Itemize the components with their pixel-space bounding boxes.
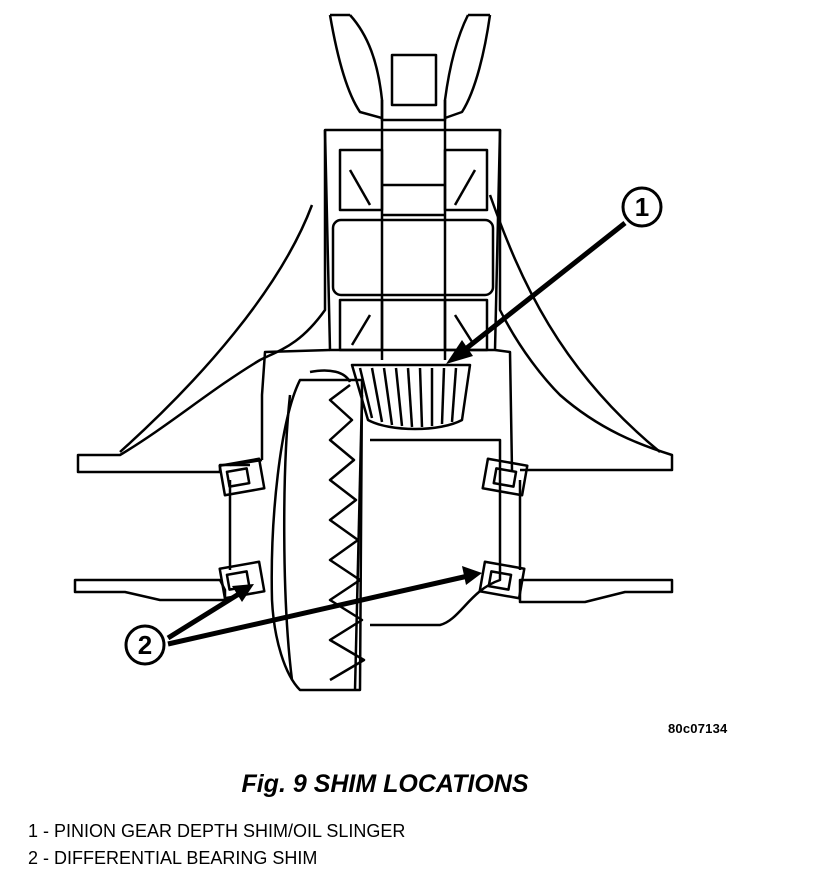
callout-2: 2	[124, 566, 482, 666]
callout-1-number: 1	[635, 192, 649, 222]
pinion-yoke	[328, 13, 492, 122]
axle-housing	[76, 128, 674, 474]
legend: 1 - PINION GEAR DEPTH SHIM/OIL SLINGER 2…	[28, 818, 405, 872]
shim-locations-diagram: 1 2	[73, 13, 674, 692]
legend-item-2: 2 - DIFFERENTIAL BEARING SHIM	[28, 848, 318, 868]
callout-1-arrowhead	[446, 340, 473, 364]
image-code: 80c07134	[668, 721, 728, 736]
housing-flanges	[73, 578, 674, 604]
callout-2-arrow-right	[167, 573, 469, 647]
pinion-bearings	[331, 148, 495, 352]
figure-title: Fig. 9 SHIM LOCATIONS	[241, 770, 529, 798]
callout-2-number: 2	[138, 630, 152, 660]
ring-gear	[270, 369, 366, 692]
differential-bearings	[218, 457, 529, 600]
pinion-shaft	[380, 100, 447, 360]
callout-1-arrow	[456, 221, 627, 357]
legend-item-1: 1 - PINION GEAR DEPTH SHIM/OIL SLINGER	[28, 821, 406, 841]
callout-2-arrowhead-right	[462, 566, 482, 585]
callout-2-arrowhead-left	[232, 584, 254, 602]
callout-2-arrow-left	[166, 589, 244, 641]
pinion-gear	[350, 363, 472, 431]
callout-1: 1	[446, 186, 663, 364]
